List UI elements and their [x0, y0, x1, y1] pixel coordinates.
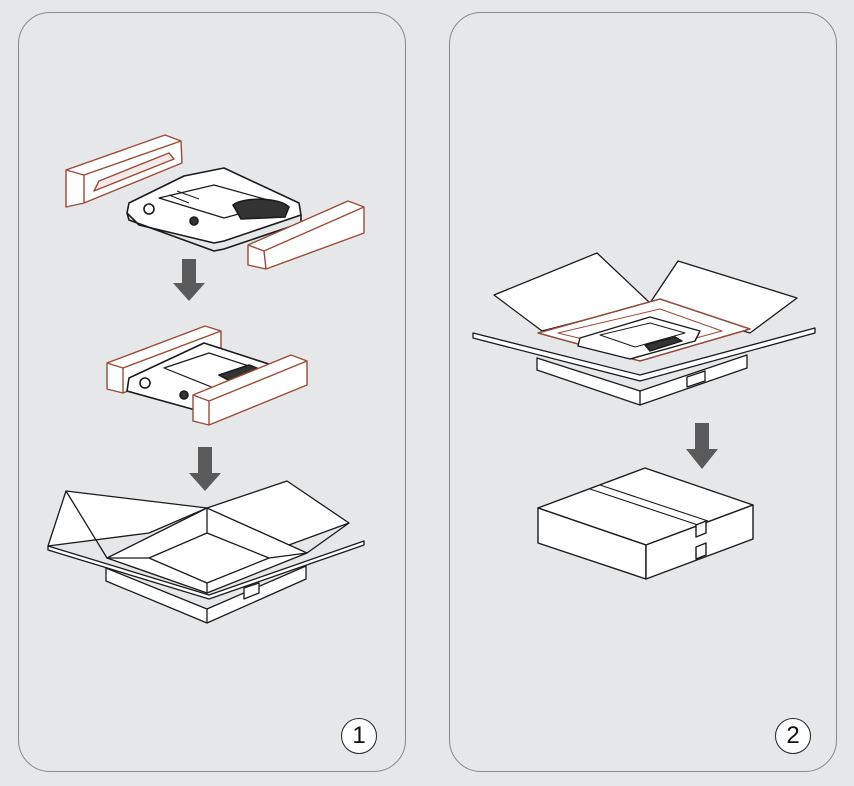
open-empty-box — [47, 480, 365, 624]
step-number-badge: 1 — [341, 718, 377, 754]
down-arrow-icon — [686, 423, 718, 469]
device-in-foam — [106, 325, 308, 426]
step-2-illustration — [472, 252, 816, 580]
device-in-box — [577, 316, 701, 360]
step-number-badge: 2 — [775, 718, 811, 754]
step-1-panel: 1 — [18, 12, 406, 772]
left-foam-end-cap — [65, 134, 183, 208]
down-arrow-icon — [189, 447, 221, 491]
down-arrow-icon — [173, 259, 205, 301]
closed-taped-box — [537, 467, 754, 580]
right-foam-end-cap — [247, 200, 365, 270]
step-1-illustration — [47, 134, 365, 624]
device — [126, 167, 302, 252]
step-2-panel: 2 — [449, 12, 837, 772]
